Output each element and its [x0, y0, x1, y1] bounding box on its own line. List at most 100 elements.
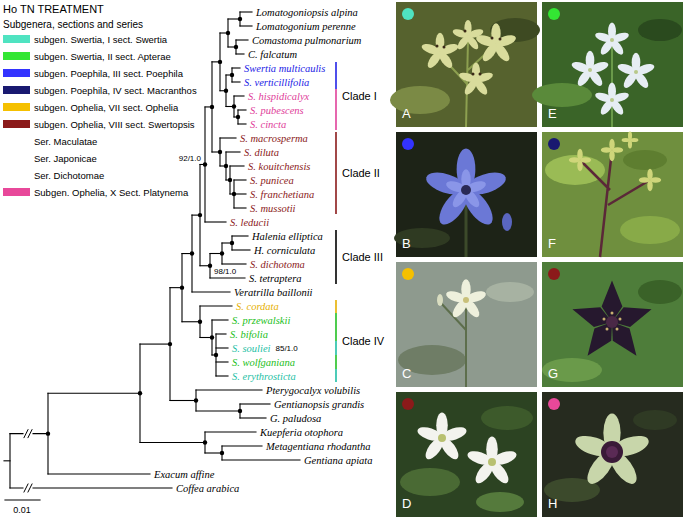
flower [458, 62, 494, 96]
clade-bar [335, 369, 337, 382]
taxon-name: S. dichotoma [250, 259, 305, 270]
color-dot [548, 138, 560, 150]
taxon-name: S. punicea [250, 175, 294, 186]
taxon-name: S. souliei [232, 343, 271, 354]
legend-swatch [3, 103, 30, 111]
taxon-name: S. cordata [236, 301, 279, 312]
tree-branch [170, 400, 196, 401]
flower [639, 169, 661, 191]
node-dot [238, 409, 242, 413]
anthers [603, 312, 622, 331]
tree-branch [216, 333, 226, 334]
taxon-name: Comastoma pulmonarium [252, 35, 361, 46]
flower [475, 23, 517, 63]
taxon-name: S. hispidicalyx [248, 91, 309, 102]
color-dot [402, 268, 414, 280]
clade-bar [335, 230, 337, 243]
clade-label: Clade IV [342, 335, 384, 347]
legend-text: subgen. Swertia, II sect. Apterae [34, 51, 171, 62]
tree-branch [232, 235, 248, 236]
tree-branch [196, 410, 240, 411]
taxon-name: S. przewalskii [232, 315, 290, 326]
node-dot [228, 178, 232, 182]
tree-branch [216, 375, 228, 376]
clade-bar [335, 341, 337, 355]
tree-branch [140, 442, 205, 443]
tree-branch [234, 207, 246, 208]
photo-background [542, 262, 683, 387]
flower [416, 412, 468, 462]
node-dot [218, 150, 222, 154]
node-dot [224, 89, 228, 93]
node-dot [220, 451, 224, 455]
panel-letter: E [548, 106, 557, 121]
taxon-name: S. erythrosticta [232, 371, 296, 382]
tree-branch [10, 433, 48, 434]
tree-branch [234, 179, 246, 180]
tree-branch [196, 389, 262, 390]
legend-swatch [3, 120, 30, 128]
tree-branch [216, 361, 228, 362]
taxon-name: Swertia multicaulis [244, 63, 325, 74]
flower [573, 414, 651, 489]
taxon-name: Halenia elliptica [252, 231, 323, 242]
leaf [486, 282, 534, 302]
branch-break [28, 430, 32, 438]
flower-centre [463, 297, 469, 303]
tree-branch [216, 347, 228, 348]
branch-break [24, 484, 28, 492]
taxon-name: Lomatogonium perenne [256, 21, 356, 32]
tree-branch [238, 123, 246, 124]
clade-bar [335, 355, 337, 369]
taxon-name: S. wolfganiana [232, 357, 295, 368]
tree-branch [48, 473, 150, 474]
node-dot [210, 335, 214, 339]
tree-branch [140, 344, 170, 345]
legend-text: subgen. Ophelia, VII sect. Ophelia [34, 102, 178, 113]
flower [445, 169, 487, 209]
clade-bar [335, 173, 337, 187]
flower [445, 279, 487, 319]
tree-branch [192, 291, 230, 292]
legend-text: Ser. Dichotomae [34, 170, 104, 181]
clade-bar [335, 257, 337, 271]
leaf [532, 83, 592, 107]
flower-centre [438, 434, 496, 466]
tree-branch [240, 403, 270, 404]
taxon-name: Veratrilla baillonii [234, 287, 312, 298]
taxon-name: S. franchetiana [250, 189, 314, 200]
leaf [633, 410, 677, 430]
legend-text: Ser. Japonicae [34, 153, 97, 164]
tree-branch [226, 151, 240, 152]
flower [594, 82, 630, 116]
support-value: 85/1.0 [275, 344, 299, 353]
panel-letter: D [402, 496, 411, 511]
scale-label: 0.01 [13, 505, 31, 515]
flower-centre [601, 441, 623, 463]
leaf [400, 468, 460, 496]
taxon-name: S. diluta [244, 147, 279, 158]
node-dot [180, 285, 184, 289]
flower [452, 20, 485, 51]
taxon-name: S. bifolia [230, 329, 268, 340]
tree-branch [232, 81, 240, 82]
flower [570, 51, 609, 88]
tree-branch [212, 319, 228, 320]
leaf [638, 19, 682, 41]
clade-bar [335, 243, 337, 257]
node-dot [232, 192, 236, 196]
taxon-name: S. tetraptera [249, 273, 302, 284]
taxon-name: S. kouitchensis [248, 161, 310, 172]
taxon-name: S. pubescens [250, 105, 304, 116]
legend-swatch [3, 188, 30, 196]
tree-branch [236, 53, 244, 54]
tree-branch [210, 277, 245, 278]
leaf [390, 86, 450, 114]
photo-background [396, 392, 537, 517]
legend-text: subgen. Swertia, I sect. Swertia [34, 34, 167, 45]
legend-heading: Subgenera, sections and series [3, 19, 143, 30]
flower [424, 148, 509, 229]
leaf [542, 358, 602, 382]
node-dot [210, 105, 214, 109]
